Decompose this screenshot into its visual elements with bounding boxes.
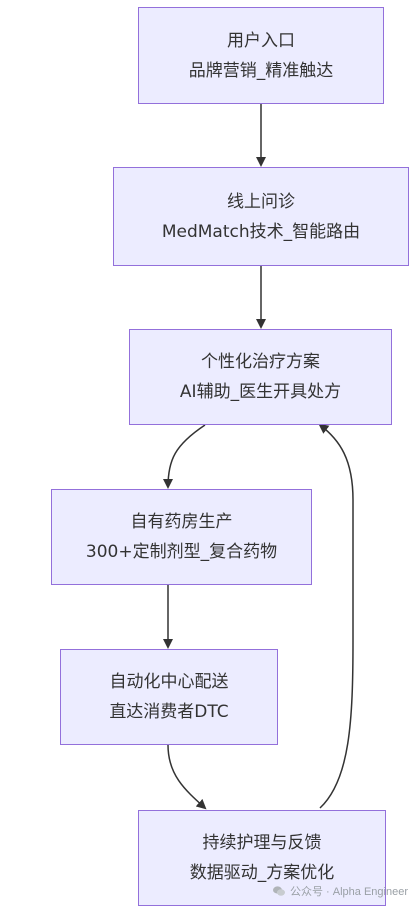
node-personalized-treatment: 个性化治疗方案 AI辅助_医生开具处方 [129, 329, 392, 425]
node-automated-delivery-title: 自动化中心配送 [109, 672, 229, 692]
edge-n3-n4 [163, 424, 206, 489]
watermark-text: 公众号 · Alpha Engineer [290, 886, 408, 898]
node-online-consultation-subtitle: MedMatch技术_智能路由 [161, 221, 361, 242]
node-own-pharmacy: 自有药房生产 300+定制剂型_复合药物 [51, 489, 312, 585]
watermark: 公众号 · Alpha Engineer [272, 883, 408, 899]
node-online-consultation: 线上问诊 MedMatch技术_智能路由 [113, 167, 409, 266]
node-personalized-treatment-subtitle: AI辅助_医生开具处方 [179, 382, 342, 402]
node-own-pharmacy-title: 自有药房生产 [130, 512, 233, 532]
edge-n6-n3 [318, 423, 354, 809]
node-continuous-care-title: 持续护理与反馈 [202, 833, 322, 853]
node-own-pharmacy-subtitle: 300+定制剂型_复合药物 [85, 542, 278, 562]
node-automated-delivery: 自动化中心配送 直达消费者DTC [60, 649, 278, 745]
node-online-consultation-title: 线上问诊 [227, 191, 295, 212]
edge-n5-n6 [167, 744, 207, 810]
node-user-entry-subtitle: 品牌营销_精准触达 [188, 60, 334, 81]
node-personalized-treatment-title: 个性化治疗方案 [201, 352, 320, 372]
node-continuous-care: 持续护理与反馈 数据驱动_方案优化 [138, 810, 386, 906]
node-user-entry: 用户入口 品牌营销_精准触达 [138, 7, 384, 104]
node-continuous-care-subtitle: 数据驱动_方案优化 [189, 863, 335, 883]
node-user-entry-title: 用户入口 [227, 30, 295, 51]
wechat-icon [273, 886, 285, 896]
node-automated-delivery-subtitle: 直达消费者DTC [109, 702, 229, 722]
